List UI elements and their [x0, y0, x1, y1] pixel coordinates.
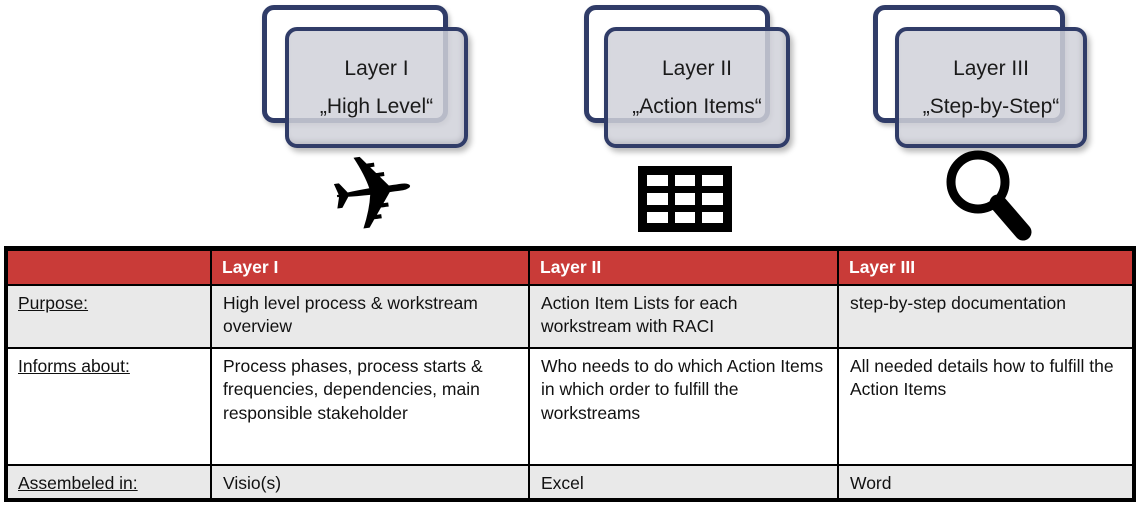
- grid-cell: [647, 211, 668, 223]
- airplane-icon: ✈: [296, 126, 450, 260]
- table-header-layer2: Layer II: [530, 251, 839, 286]
- layer1-card-front: Layer I „High Level“: [285, 27, 468, 148]
- grid-cell: [647, 193, 668, 205]
- airplane-glyph: ✈: [321, 126, 425, 260]
- row-label-informs-about: Informs about:: [8, 349, 212, 466]
- grid-cell: [674, 175, 696, 187]
- magnifier-icon: [946, 150, 1032, 241]
- grid-cell: [674, 211, 696, 223]
- grid-cell: [702, 211, 723, 223]
- table-header-empty: [8, 251, 212, 286]
- grid-cell: [647, 175, 668, 187]
- cell-purpose-layer1: High level process & workstream overview: [212, 286, 530, 349]
- layer3-card-front: Layer III „Step-by-Step“: [895, 27, 1087, 148]
- cell-assembeled-layer1: Visio(s): [212, 466, 530, 498]
- layer3-subtitle: „Step-by-Step“: [922, 95, 1060, 118]
- layer1-card-stack: Layer I „High Level“: [262, 5, 472, 150]
- layer3-card-stack: Layer III „Step-by-Step“: [873, 5, 1089, 150]
- row-label-assembeled-in: Assembeled in:: [8, 466, 212, 498]
- layer3-title: Layer III: [953, 56, 1029, 80]
- layer1-title: Layer I: [344, 56, 409, 80]
- cell-informs-layer3: All needed details how to fulfill the Ac…: [839, 349, 1132, 466]
- grid-cell: [702, 175, 723, 187]
- table-header-layer1: Layer I: [212, 251, 530, 286]
- layer2-card-front: Layer II „Action Items“: [604, 27, 790, 148]
- table-header-layer3: Layer III: [839, 251, 1132, 286]
- grid-cell: [702, 193, 723, 205]
- grid-cell: [674, 193, 696, 205]
- cell-assembeled-layer2: Excel: [530, 466, 839, 498]
- cell-purpose-layer2: Action Item Lists for each workstream wi…: [530, 286, 839, 349]
- comparison-table: Layer I Layer II Layer III Purpose: High…: [4, 246, 1136, 502]
- layer2-subtitle: „Action Items“: [632, 95, 762, 118]
- row-label-purpose: Purpose:: [8, 286, 212, 349]
- cell-assembeled-layer3: Word: [839, 466, 1132, 498]
- table-grid-icon: [638, 166, 732, 232]
- layer2-card-stack: Layer II „Action Items“: [584, 5, 794, 150]
- layer2-title: Layer II: [661, 56, 733, 80]
- cell-purpose-layer3: step-by-step documentation: [839, 286, 1132, 349]
- layer1-subtitle: „High Level“: [319, 95, 434, 118]
- cell-informs-layer2: Who needs to do which Action Items in wh…: [530, 349, 839, 466]
- cell-informs-layer1: Process phases, process starts & frequen…: [212, 349, 530, 466]
